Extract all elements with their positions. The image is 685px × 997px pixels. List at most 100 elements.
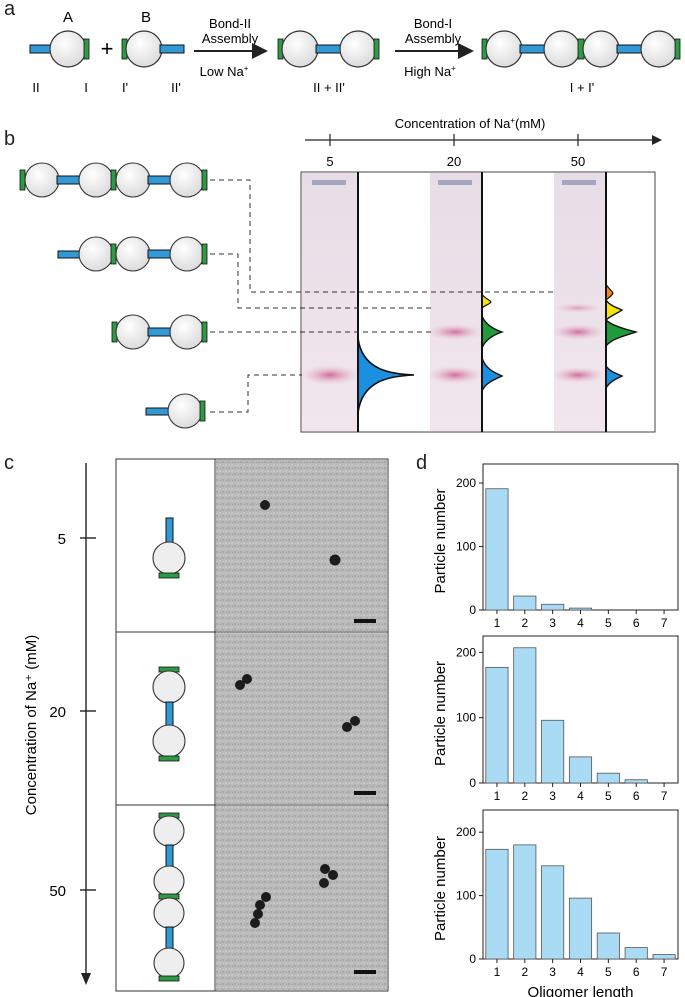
trimer-schematic <box>57 236 208 272</box>
x-tick-label: 1 <box>494 616 501 630</box>
bar-2 <box>513 647 537 784</box>
bond-ii-link <box>315 44 343 54</box>
x-tick-label: 6 <box>633 789 640 803</box>
lane-label-20: 20 <box>447 154 461 169</box>
x-axis-label: Oligomer length <box>528 984 634 997</box>
step2-title-line2: Assembly <box>405 31 462 46</box>
x-tick-label: 2 <box>521 965 528 979</box>
x-tick-label: 6 <box>633 965 640 979</box>
y-tick-label: 200 <box>456 645 476 659</box>
dimer-particle-right <box>339 30 377 68</box>
intensity-profile-lane50 <box>605 172 639 432</box>
panel-b-label: b <box>4 128 16 150</box>
gel-axis-title: Concentration of Na+(mM) <box>395 116 546 131</box>
site-label-i: I <box>84 80 88 95</box>
panel-b-gel: Concentration of Na+(mM) 5 20 50 <box>19 116 662 433</box>
plot-frame <box>482 463 679 611</box>
tem-dimer-schematic <box>152 666 186 762</box>
scale-bar-20mm <box>354 791 376 795</box>
product2-label: I + I' <box>570 80 595 95</box>
panel-c-label: c <box>4 452 14 474</box>
site-label-i-prime: I' <box>122 80 128 95</box>
x-tick-label: 7 <box>661 616 668 630</box>
gel-lane-5 <box>302 173 358 431</box>
bar-4 <box>568 756 593 784</box>
tem-image-5mm <box>216 460 387 631</box>
particle-a-label: A <box>63 9 73 26</box>
bar-5 <box>596 772 620 784</box>
y-axis-label: Particle number <box>432 836 449 941</box>
x-tick-label: 1 <box>494 789 501 803</box>
bar-6 <box>624 947 648 960</box>
bar-2 <box>513 844 537 960</box>
plus-sign: + <box>101 36 114 61</box>
bar-1 <box>485 488 509 611</box>
step1-title-line2: Assembly <box>202 31 259 46</box>
dna-strand-ii-prime <box>159 44 185 54</box>
bar-7 <box>652 954 676 960</box>
conc-tick-20: 20 <box>49 704 66 721</box>
step2-title-line1: Bond-I <box>414 16 452 31</box>
dimer-schematic <box>111 314 208 350</box>
gel-lane-20 <box>430 173 482 431</box>
gold-particle-b <box>125 30 163 68</box>
bar-2 <box>513 595 537 611</box>
particle-b-label: B <box>141 9 151 26</box>
step2-condition: High Na+ <box>404 64 456 79</box>
x-tick-label: 3 <box>549 789 556 803</box>
panel-a-schematic: A II I + B I' II' Bond-II Assembly Low N… <box>29 9 681 95</box>
bar-1 <box>485 666 509 784</box>
monomer-schematic <box>145 393 206 429</box>
conc-tick-50: 50 <box>49 883 66 900</box>
conc-axis-title: Concentration of Na⁺ (mM) <box>23 635 40 815</box>
site-label-ii: II <box>32 80 39 95</box>
tem-particles <box>235 500 360 928</box>
x-tick-label: 7 <box>661 965 668 979</box>
tem-tetramer-schematic <box>153 812 185 982</box>
dimer-particle-left <box>281 30 319 68</box>
lane-label-5: 5 <box>326 154 333 169</box>
lane-label-50: 50 <box>571 154 585 169</box>
x-tick-label: 4 <box>577 616 584 630</box>
x-tick-label: 5 <box>605 965 612 979</box>
bar-3 <box>541 865 565 960</box>
panel-a-label: a <box>4 0 16 20</box>
intensity-profile-lane5 <box>357 172 415 432</box>
bar-4 <box>568 607 593 611</box>
y-tick-label: 0 <box>469 952 476 966</box>
y-tick-label: 100 <box>456 711 476 725</box>
panel-c-tem: 5 20 50 Concentration of Na⁺ (mM) <box>23 458 389 992</box>
x-tick-label: 3 <box>549 616 556 630</box>
x-tick-label: 5 <box>605 616 612 630</box>
tem-image-20mm <box>216 633 387 804</box>
y-tick-label: 100 <box>456 889 476 903</box>
y-tick-label: 200 <box>456 825 476 839</box>
scale-bar-50mm <box>354 970 376 974</box>
step1-title-line1: Bond-II <box>209 16 251 31</box>
intensity-profile-lane20 <box>481 172 505 432</box>
dna-patch-i <box>83 38 90 60</box>
x-tick-label: 3 <box>549 965 556 979</box>
conc-tick-5: 5 <box>58 531 66 548</box>
y-axis-label: Particle number <box>432 488 449 593</box>
x-tick-label: 6 <box>633 616 640 630</box>
y-tick-label: 0 <box>469 776 476 790</box>
tem-monomer-schematic <box>152 517 186 579</box>
gold-particle-a <box>49 30 87 68</box>
band-monomer-lane5 <box>300 365 360 385</box>
step1-condition: Low Na+ <box>200 64 249 79</box>
tetramer-schematic <box>19 162 208 198</box>
bar-1 <box>485 848 509 960</box>
x-tick-label: 1 <box>494 965 501 979</box>
y-tick-label: 0 <box>469 603 476 617</box>
bar-6 <box>624 779 648 784</box>
x-tick-label: 7 <box>661 789 668 803</box>
bar-3 <box>541 719 565 784</box>
bar-3 <box>541 603 565 611</box>
scale-bar-5mm <box>354 619 376 623</box>
x-tick-label: 4 <box>577 965 584 979</box>
